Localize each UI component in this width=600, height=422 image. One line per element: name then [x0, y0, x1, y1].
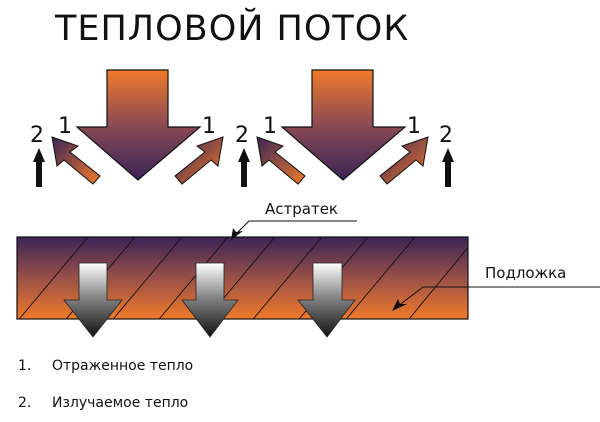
label-1: 1	[407, 114, 421, 139]
reflected-arrow-right	[174, 136, 224, 185]
legend-num: 1.	[18, 358, 31, 374]
legend-num: 2.	[18, 395, 31, 411]
emitted-arrow-up-icon	[33, 148, 45, 187]
reflected-arrow-left	[51, 136, 101, 185]
astratek-callout: Астратек	[231, 200, 357, 240]
incoming-heat-arrow	[280, 69, 407, 181]
reflected-arrow-right	[379, 136, 429, 185]
transmitted-arrow	[181, 262, 239, 338]
emitted-arrow-up-icon	[238, 148, 250, 187]
transmitted-arrow	[297, 262, 356, 338]
legend-text: Излучаемое тепло	[52, 395, 188, 411]
page-title: ТЕПЛОВОЙ ПОТОК	[54, 7, 409, 49]
incoming-heat-arrow	[75, 69, 202, 181]
substrate-label: Подложка	[485, 264, 566, 282]
reflected-arrow-left	[256, 136, 306, 185]
label-1: 1	[263, 114, 277, 139]
substrate-callout: Подложка	[392, 264, 600, 311]
transmitted-arrow	[63, 262, 123, 338]
label-2: 2	[439, 123, 453, 148]
label-1: 1	[202, 114, 216, 139]
heat-arrow-group: 2 1 1	[235, 69, 429, 187]
emitted-arrow-up-icon	[442, 148, 454, 187]
label-2: 2	[235, 123, 249, 148]
astratek-label: Астратек	[265, 200, 338, 218]
heat-arrow-group: 2 1 1	[30, 69, 224, 187]
label-1: 1	[58, 114, 72, 139]
legend-text: Отраженное тепло	[52, 358, 193, 374]
legend: 1. Отраженное тепло 2. Излучаемое тепло	[18, 358, 193, 411]
label-2: 2	[30, 123, 44, 148]
